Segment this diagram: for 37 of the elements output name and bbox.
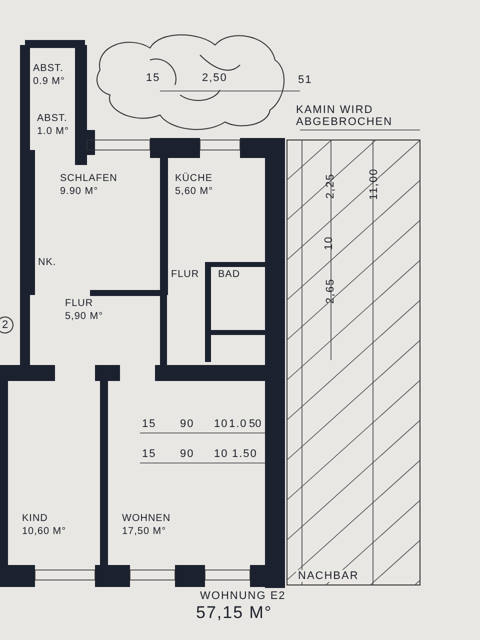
- dimension-text: 51: [298, 74, 312, 86]
- room-name: FLUR: [65, 297, 94, 310]
- room-name: BAD: [218, 268, 240, 281]
- room-name: WOHNEN: [122, 512, 171, 525]
- note-text: KAMIN WIRD ABGEBROCHEN: [296, 104, 391, 128]
- room-area: 1.0 M°: [37, 125, 70, 138]
- room-name: FLUR: [171, 268, 200, 281]
- dimension-text: 2,25: [324, 173, 337, 199]
- dimension-text: 10: [323, 236, 336, 250]
- apartment-name: WOHNUNG E2: [200, 590, 286, 602]
- dimension-text: 15: [142, 418, 156, 430]
- room-area: 5,90 M°: [65, 310, 104, 323]
- dimension-text: 11,00: [368, 168, 380, 200]
- room-area: 10,60 M°: [22, 525, 66, 538]
- room-name: SCHLAFEN: [60, 172, 118, 185]
- dimension-text: 15: [142, 448, 156, 460]
- dimension-text: 90: [180, 448, 194, 460]
- dimension-text: 2,65: [324, 278, 337, 304]
- room-name: KÜCHE: [175, 172, 213, 185]
- dimension-text: 10: [214, 448, 228, 460]
- apartment-area: 57,15 M°: [196, 603, 272, 622]
- room-area: 0.9 M°: [33, 75, 66, 88]
- dimension-text: 2,50: [202, 72, 228, 84]
- room-name: NK.: [38, 256, 56, 269]
- room-area: 17,50 M°: [122, 525, 166, 538]
- dimension-text: 50: [249, 418, 262, 430]
- dimension-text: 15: [146, 72, 160, 84]
- room-name: ABST.: [37, 112, 68, 125]
- dimension-text: 1.0: [229, 418, 248, 430]
- room-name: ABST.: [33, 62, 64, 75]
- dimension-text: 1.50: [232, 448, 258, 460]
- dimension-text: 10: [214, 418, 228, 430]
- stair-number: 2: [2, 319, 10, 331]
- dimension-text: 90: [180, 418, 194, 430]
- room-area: 9.90 M°: [60, 185, 98, 198]
- room-area: 5,60 M°: [175, 185, 214, 198]
- room-name: KIND: [22, 512, 48, 525]
